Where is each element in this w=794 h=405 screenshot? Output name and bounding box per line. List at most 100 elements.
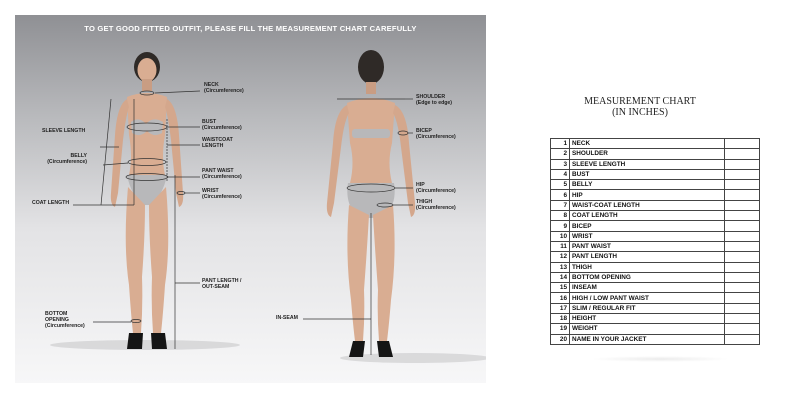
label-belly: BELLY(Circumference): [47, 153, 87, 165]
row-number: 16: [550, 292, 570, 304]
row-measurement-name: SLEEVE LENGTH: [569, 158, 725, 170]
row-value-cell[interactable]: [724, 333, 760, 345]
row-number: 20: [550, 333, 570, 345]
row-number: 11: [550, 240, 570, 253]
row-measurement-name: HIP: [569, 189, 725, 201]
row-measurement-name: INSEAM: [569, 282, 725, 294]
row-measurement-name: NECK: [569, 137, 725, 150]
label-pant-length: PANT LENGTH /OUT-SEAM: [202, 278, 242, 290]
row-measurement-name: WEIGHT: [569, 323, 725, 335]
row-value-cell[interactable]: [724, 261, 760, 273]
row-measurement-name: BICEP: [569, 220, 725, 232]
row-number: 9: [550, 220, 570, 232]
label-hip: HIP(Circumference): [416, 182, 456, 194]
row-measurement-name: PANT WAIST: [569, 240, 725, 253]
front-figure: [110, 52, 184, 349]
row-number: 3: [550, 158, 570, 170]
label-sleeve-length: SLEEVE LENGTH: [42, 128, 86, 134]
label-shoulder: SHOULDER(Edge to edge): [416, 94, 453, 106]
back-figure: [326, 50, 416, 357]
row-value-cell[interactable]: [724, 210, 760, 222]
row-value-cell[interactable]: [724, 199, 760, 212]
row-number: 6: [550, 189, 570, 201]
row-value-cell[interactable]: [724, 179, 760, 191]
row-value-cell[interactable]: [724, 313, 760, 325]
row-number: 8: [550, 210, 570, 222]
row-value-cell[interactable]: [724, 137, 760, 150]
row-number: 5: [550, 179, 570, 191]
label-thigh: THIGH(Circumference): [416, 199, 456, 211]
label-neck: NECK(Circumference): [204, 82, 244, 94]
row-measurement-name: BOTTOM OPENING: [569, 271, 725, 284]
back-guide-lines: [303, 98, 413, 355]
row-value-cell[interactable]: [724, 158, 760, 170]
body-illustration: [50, 50, 486, 363]
front-guide-lines: [73, 90, 201, 349]
row-number: 2: [550, 148, 570, 160]
row-measurement-name: BELLY: [569, 179, 725, 191]
chart-title-line2: (IN INCHES): [612, 107, 668, 118]
chart-title: MEASUREMENT CHART (IN INCHES): [570, 96, 710, 118]
row-measurement-name: SLIM / REGULAR FIT: [569, 302, 725, 315]
row-value-cell[interactable]: [724, 168, 760, 181]
row-measurement-name: PANT LENGTH: [569, 251, 725, 263]
row-value-cell[interactable]: [724, 251, 760, 263]
row-number: 17: [550, 302, 570, 315]
row-measurement-name: SHOULDER: [569, 148, 725, 160]
row-number: 1: [550, 137, 570, 150]
row-value-cell[interactable]: [724, 230, 760, 242]
row-number: 10: [550, 230, 570, 242]
row-value-cell[interactable]: [724, 189, 760, 201]
label-coat-length: COAT LENGTH: [32, 200, 70, 206]
row-value-cell[interactable]: [724, 271, 760, 284]
row-number: 18: [550, 313, 570, 325]
row-number: 15: [550, 282, 570, 294]
row-value-cell[interactable]: [724, 302, 760, 315]
row-measurement-name: WRIST: [569, 230, 725, 242]
row-number: 4: [550, 168, 570, 181]
row-measurement-name: NAME IN YOUR JACKET: [569, 333, 725, 345]
row-measurement-name: WAIST-COAT LENGTH: [569, 199, 725, 212]
row-measurement-name: COAT LENGTH: [569, 210, 725, 222]
row-value-cell[interactable]: [724, 323, 760, 335]
row-measurement-name: BUST: [569, 168, 725, 181]
row-value-cell[interactable]: [724, 292, 760, 304]
row-number: 7: [550, 199, 570, 212]
row-value-cell[interactable]: [724, 240, 760, 253]
table-shadow: [590, 356, 730, 362]
row-value-cell[interactable]: [724, 148, 760, 160]
row-number: 19: [550, 323, 570, 335]
row-number: 12: [550, 251, 570, 263]
label-bust: BUST(Circumference): [202, 119, 242, 131]
row-measurement-name: HEIGHT: [569, 313, 725, 325]
row-value-cell[interactable]: [724, 220, 760, 232]
row-measurement-name: THIGH: [569, 261, 725, 273]
row-number: 13: [550, 261, 570, 273]
label-bicep: BICEP(Circumference): [416, 128, 456, 140]
label-pant-waist: PANT WAIST(Circumference): [202, 168, 242, 180]
row-measurement-name: HIGH / LOW PANT WAIST: [569, 292, 725, 304]
row-value-cell[interactable]: [724, 282, 760, 294]
label-inseam: IN-SEAM: [276, 315, 298, 321]
